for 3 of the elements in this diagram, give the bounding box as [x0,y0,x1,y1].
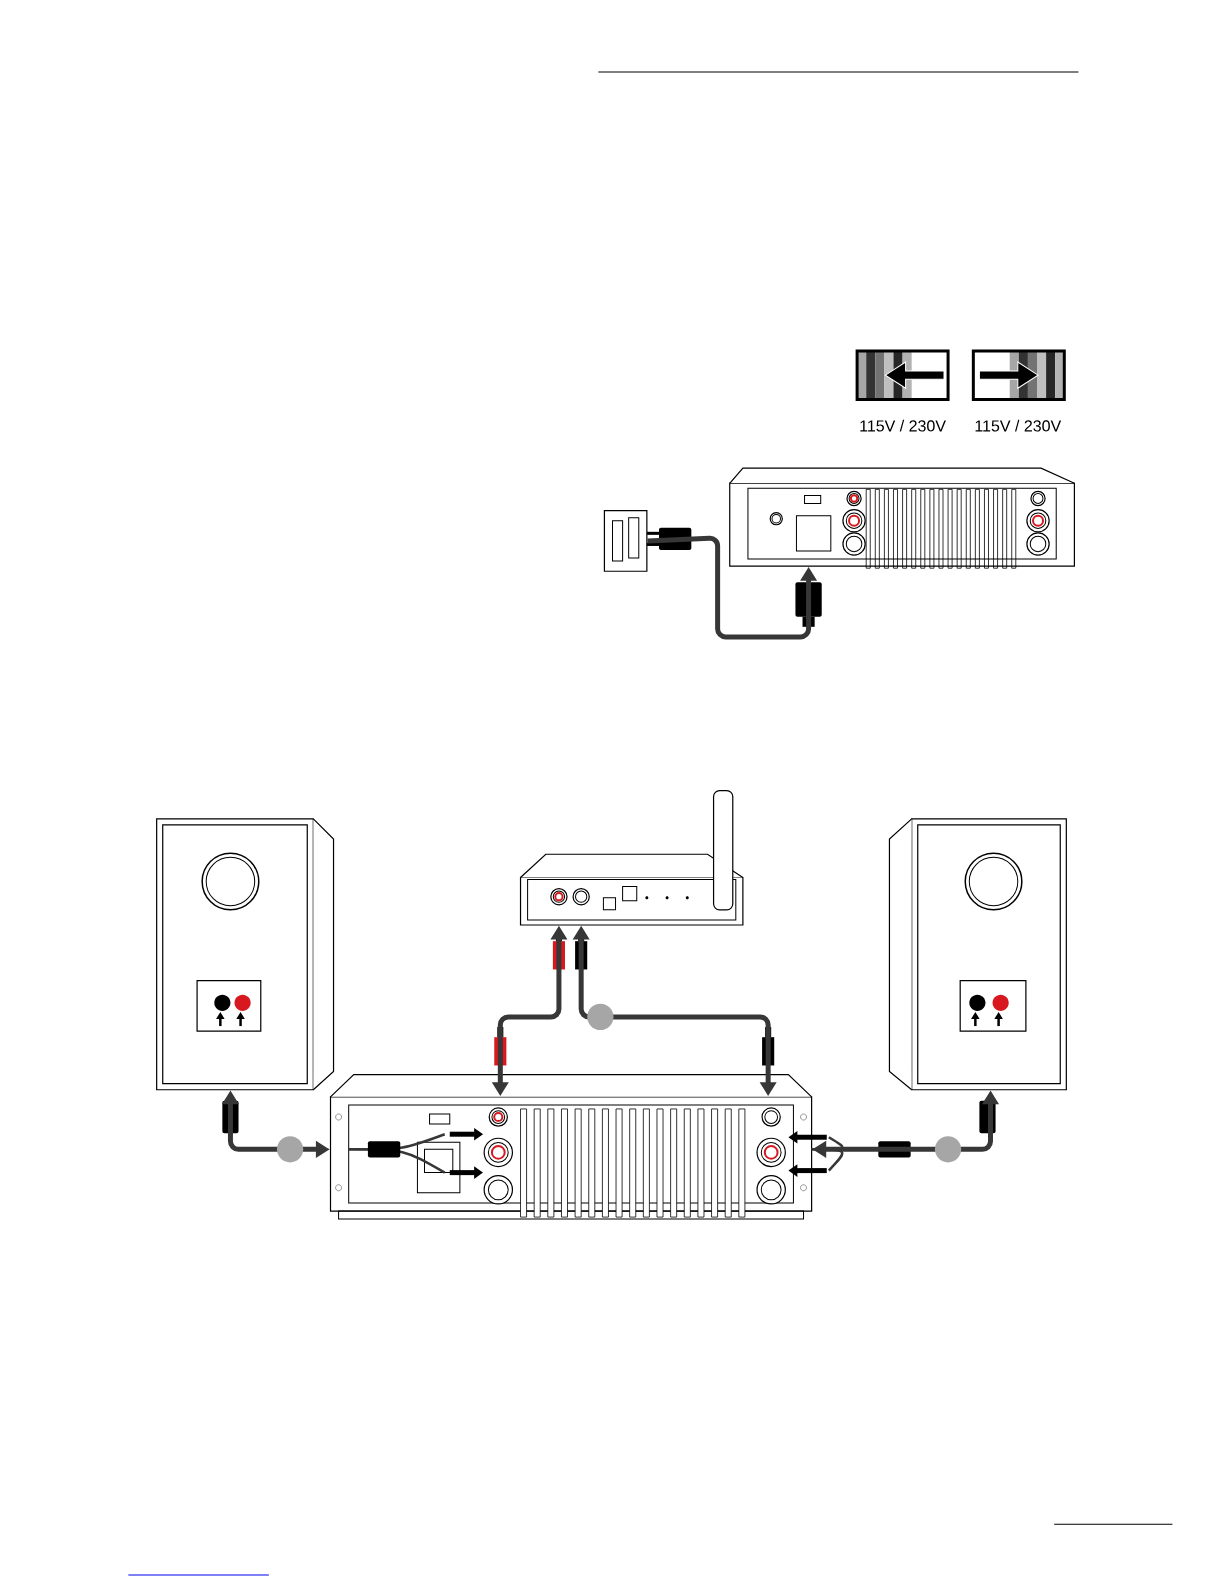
voltage-label: 115V / 230V [860,419,946,432]
wall-outlet-drawing [603,510,648,572]
voltage-label: 115V / 230V [975,419,1062,432]
